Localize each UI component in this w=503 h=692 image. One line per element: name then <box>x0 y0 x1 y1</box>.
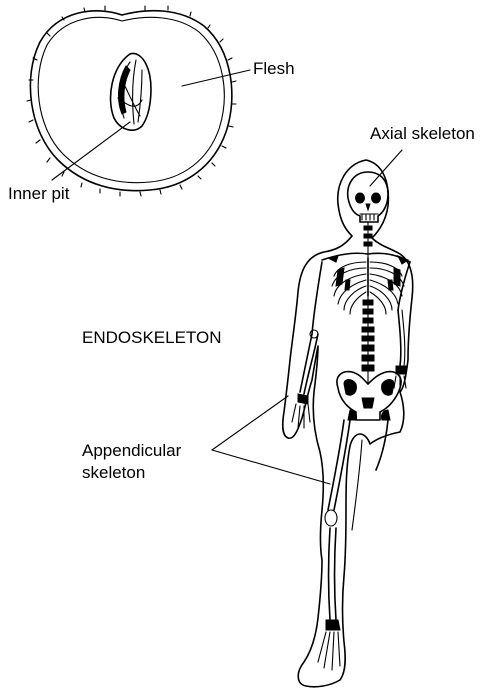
fruit-pit <box>111 53 151 130</box>
inner-pit-leader-line <box>52 122 130 180</box>
appendicular-label-line2: skeleton <box>82 463 145 483</box>
axial-skeleton-label: Axial skeleton <box>370 124 475 144</box>
skeleton-illustration <box>212 150 413 687</box>
jaw-teeth <box>360 214 378 220</box>
appendicular-label-line1: Appendicular <box>82 441 181 461</box>
pelvis <box>337 372 401 420</box>
right-arm-bones <box>292 262 322 428</box>
appendicular-leader-line-leg <box>212 450 330 484</box>
left-eye-socket <box>356 193 365 203</box>
flesh-leader-line <box>182 70 250 86</box>
appendicular-leader-line-arm <box>212 396 288 450</box>
fruit-outer-skin <box>30 11 231 191</box>
body-outline <box>283 160 413 687</box>
inner-pit-label: Inner pit <box>8 184 69 204</box>
fruit-illustration <box>27 6 250 196</box>
flesh-label: Flesh <box>253 59 295 79</box>
nasal-cavity <box>366 204 370 210</box>
fruit-skin-fuzz <box>27 6 236 196</box>
right-eye-socket <box>372 193 381 203</box>
fruit-pit-shading <box>119 66 130 114</box>
endoskeleton-label: ENDOSKELETON <box>82 328 222 348</box>
